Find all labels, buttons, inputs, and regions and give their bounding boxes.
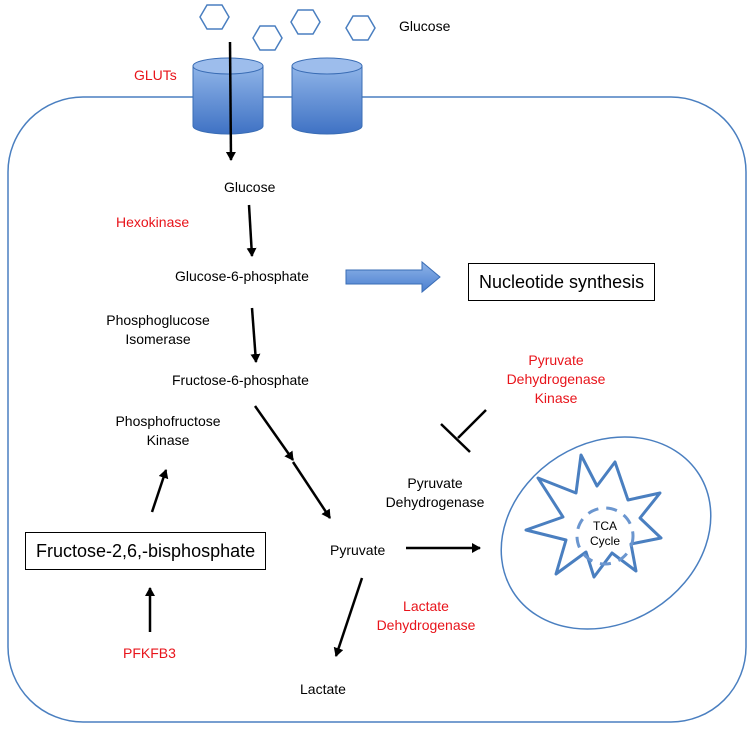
lactate-label: Lactate [300, 681, 346, 697]
blue-arrow-to-nucleotide [345, 260, 441, 294]
arrow-g6p-to-f6p [250, 307, 261, 363]
inhibition-bar-icon [440, 409, 487, 453]
tca-line2: Cycle [589, 534, 620, 548]
mitochondrion-icon [500, 436, 712, 630]
ldh-label: Lactate Dehydrogenase [366, 597, 486, 635]
pdh-label: Pyruvate Dehydrogenase [375, 474, 495, 512]
tca-cycle-label: TCA Cycle [582, 519, 628, 549]
pgi-line2: Isomerase [125, 331, 191, 347]
pfk-line1: Phosphofructose [115, 413, 221, 429]
pfk-label: Phosphofructose Kinase [103, 412, 233, 450]
pgi-label: Phosphoglucose Isomerase [96, 311, 220, 349]
pdk-line2: Dehydrogenase [506, 371, 606, 387]
pdh-line1: Pyruvate [407, 475, 463, 491]
nucleotide-synthesis-box: Nucleotide synthesis [468, 263, 656, 301]
arrow-pyruvate-to-lactate [333, 577, 364, 657]
pdh-line2: Dehydrogenase [385, 494, 485, 510]
pfkfb3-label: PFKFB3 [123, 645, 176, 661]
pdk-line1: Pyruvate [528, 352, 584, 368]
pfk-line2: Kinase [146, 432, 190, 448]
ldh-line1: Lactate [403, 598, 449, 614]
arrow-glucose-import [225, 41, 236, 161]
hexokinase-label: Hexokinase [116, 214, 190, 230]
ldh-line2: Dehydrogenase [376, 617, 476, 633]
g6p-label: Glucose-6-phosphate [175, 268, 309, 284]
pdk-line3: Kinase [534, 390, 578, 406]
hexagon-glucose-icon [199, 4, 376, 51]
pdk-label: Pyruvate Dehydrogenase Kinase [496, 351, 616, 408]
arrow-mid-to-pyruvate [291, 461, 332, 519]
cell-membrane [7, 96, 747, 723]
f26bp-box: Fructose-2,6,-bisphosphate [25, 532, 267, 570]
arrow-f6p-to-mid [253, 405, 295, 461]
pgi-line1: Phosphoglucose [106, 312, 210, 328]
gluts-label: GLUTs [134, 67, 177, 83]
arrow-glucose-to-g6p [246, 204, 257, 257]
glucose-extracellular-label: Glucose [399, 18, 451, 34]
glucose-label: Glucose [224, 179, 276, 195]
glut-channel-icon [192, 57, 363, 135]
arrow-f26bp-to-pfk [150, 469, 169, 513]
tca-line1: TCA [593, 519, 617, 533]
pyruvate-label: Pyruvate [330, 542, 386, 558]
f6p-label: Fructose-6-phosphate [172, 372, 309, 388]
